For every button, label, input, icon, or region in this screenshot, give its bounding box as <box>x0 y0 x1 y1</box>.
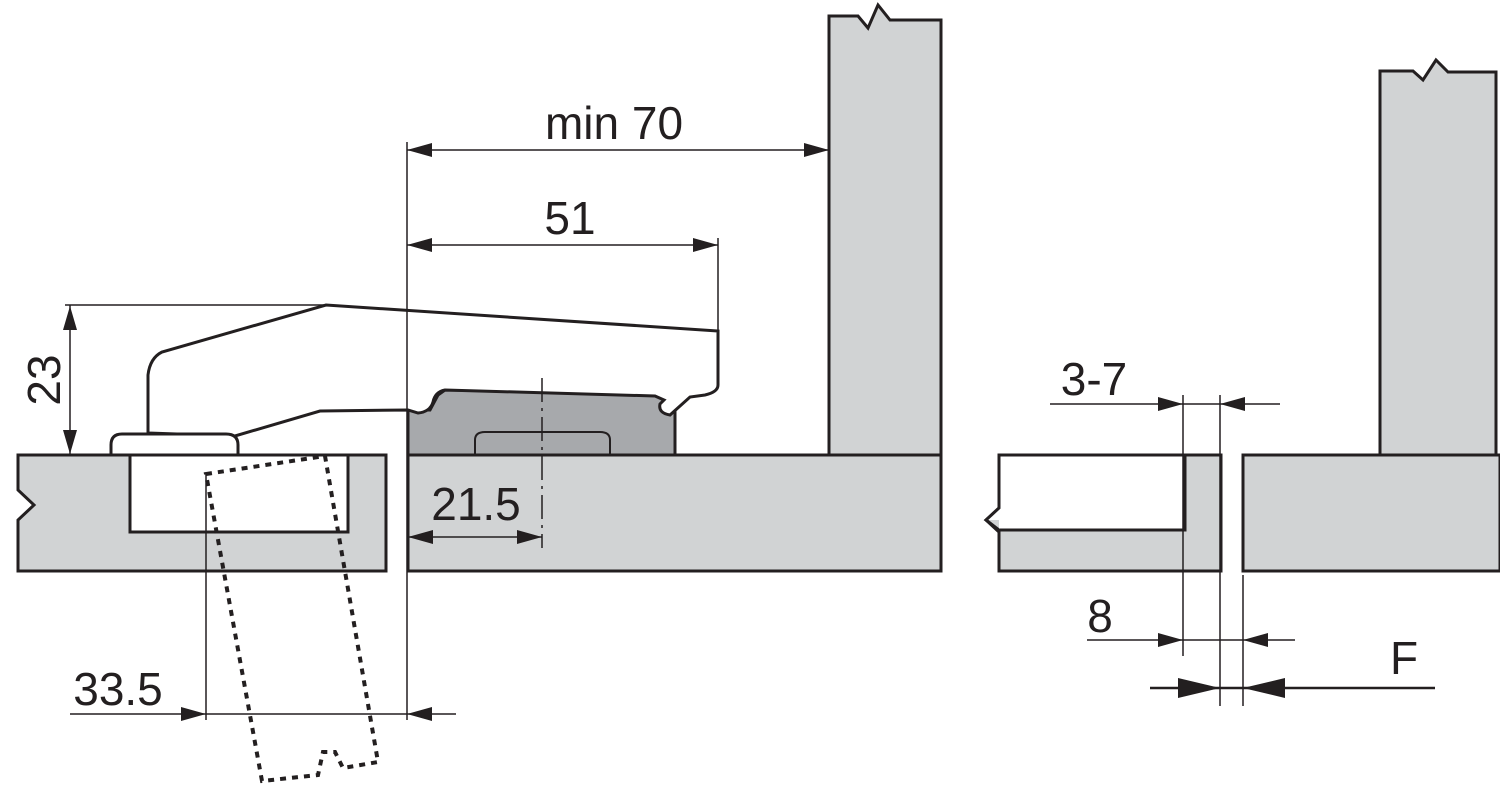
side-panel-right <box>1378 57 1498 457</box>
cup-recess <box>128 453 350 534</box>
label-21-5: 21.5 <box>431 478 521 530</box>
dimension-lines <box>63 142 1435 721</box>
side-panel <box>827 2 943 457</box>
label-8: 8 <box>1087 590 1113 642</box>
label-3-7: 3-7 <box>1061 353 1127 405</box>
label-min-70: min 70 <box>545 97 683 149</box>
hinge-cup-top <box>109 432 240 457</box>
door-open-outline <box>203 453 381 784</box>
label-51: 51 <box>544 192 595 244</box>
door-edge <box>983 453 1187 534</box>
door-panel-right-white <box>986 455 1185 530</box>
label-23: 23 <box>18 354 70 405</box>
label-F: F <box>1390 632 1418 684</box>
label-33-5: 33.5 <box>73 663 163 715</box>
hinge-arm <box>146 303 720 438</box>
carcass-panel-right <box>1241 453 1500 573</box>
carcass-panel <box>406 453 943 573</box>
